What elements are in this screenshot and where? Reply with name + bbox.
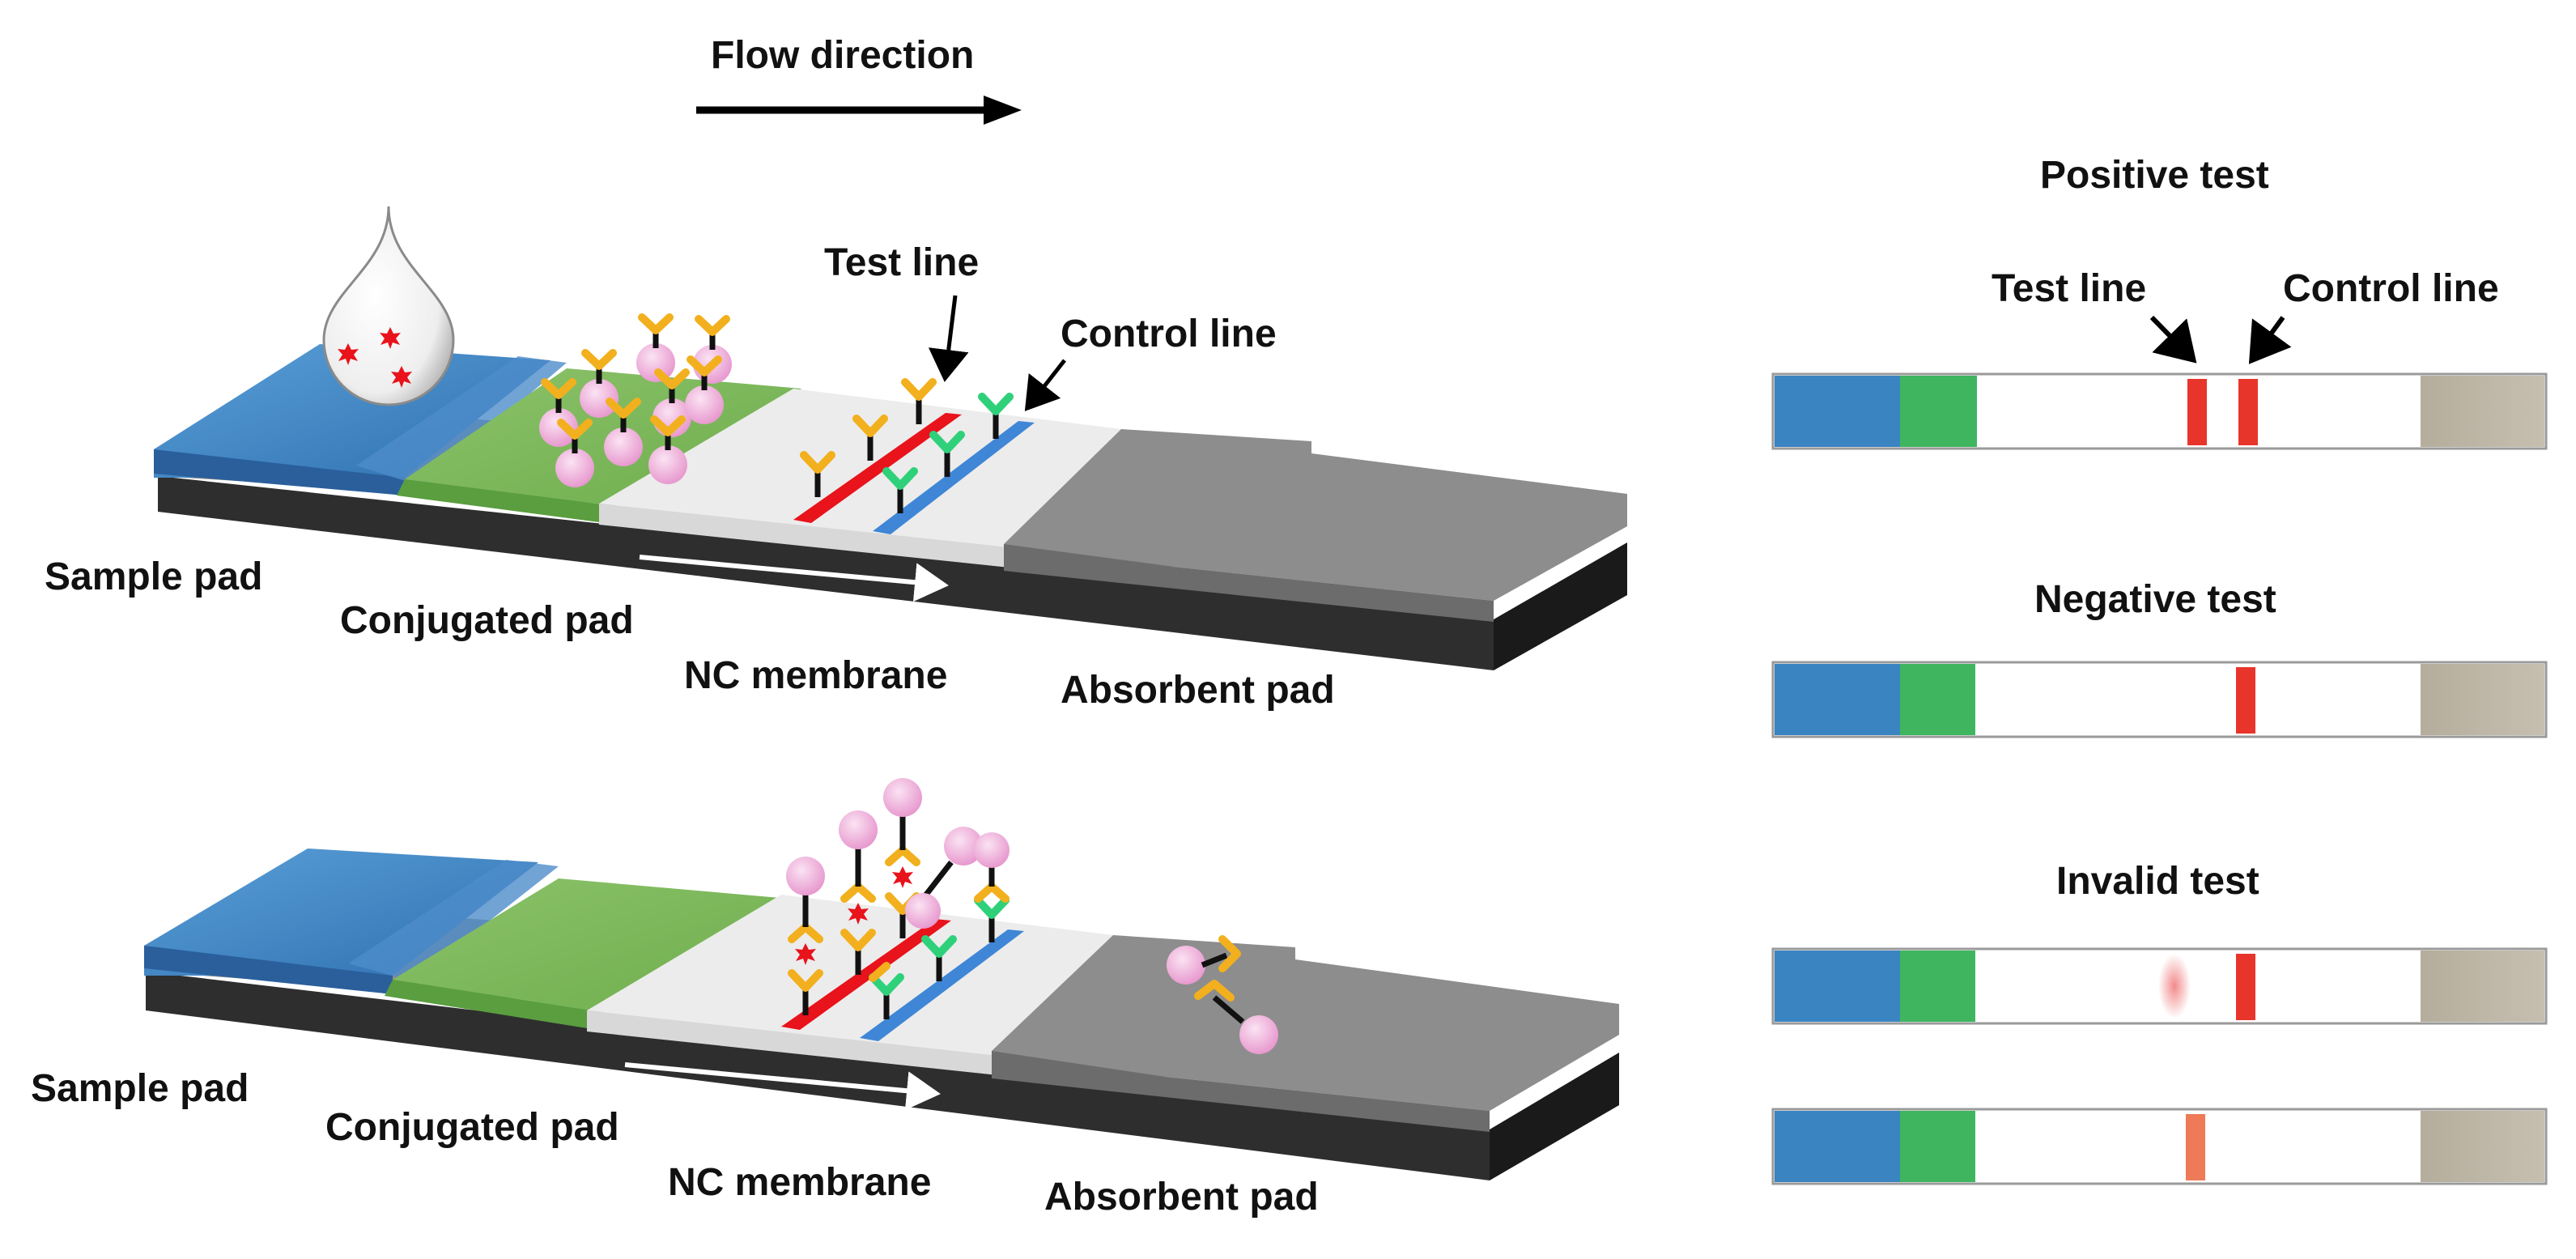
strip-1-absorbent-pad [1004, 429, 1627, 601]
negative-cassette [1771, 661, 2548, 738]
strip-2-base-side [1490, 1053, 1619, 1180]
strip-2-sample-pad-label: Sample pad [31, 1067, 249, 1110]
strip-1-base-side [1494, 542, 1627, 670]
strip-1-nc-membrane [599, 389, 1121, 551]
strip-1-sample-pad-label: Sample pad [45, 555, 262, 598]
positive-conjugate-pad [1900, 376, 1977, 447]
strip-2-absorbent-conjugates [1167, 935, 1278, 1054]
invalid-test-title: Invalid test [2056, 860, 2259, 903]
strip-1-conjugated-pad-label: Conjugated pad [340, 599, 634, 642]
invalid-cassette-1 [1771, 947, 2548, 1025]
strip-1-control-line [873, 421, 1035, 534]
invalid-1-test-line-band [2236, 954, 2255, 1020]
positive-sample-pad [1775, 376, 1900, 447]
positive-absorbent-pad [2421, 376, 2544, 447]
strip-2-flow-arrow [624, 1062, 941, 1111]
strip-1-flow-arrow [639, 555, 949, 602]
strip-1-control-line-label: Control line [1061, 313, 1277, 355]
strip-1-sample-pad [154, 344, 550, 478]
flow-direction: Flow direction [696, 34, 1022, 125]
strip-1: Test line Control line Sample pad Conjug… [45, 206, 1627, 712]
strip-2-conjugate-pad [393, 878, 789, 1012]
negative-absorbent-pad [2421, 664, 2544, 735]
strip-1-absorbent-pad-label: Absorbent pad [1061, 669, 1335, 712]
positive-test-line-pointer [2149, 315, 2197, 364]
strip-2-nc-membrane [587, 895, 1113, 1059]
strip-1-nc-membrane-label: NC membrane [684, 654, 947, 697]
results-panel: Positive test Test line Control line Neg… [1771, 154, 2548, 1185]
strip-2-absorbent-pad-label: Absorbent pad [1044, 1176, 1319, 1219]
positive-control-line-band [2238, 379, 2258, 445]
strip-1-test-line [793, 413, 962, 523]
strip-1-control-line-pointer [1024, 359, 1066, 411]
strip-2-control-line-complexes [869, 832, 1010, 1019]
positive-test-title: Positive test [2040, 154, 2269, 197]
strip-2-nc-membrane-label: NC membrane [668, 1161, 931, 1204]
strip-2-test-line [781, 919, 951, 1030]
negative-test-title: Negative test [2034, 578, 2276, 621]
invalid-1-faint-test-band [2158, 954, 2191, 1019]
strip-1-test-line-pointer [928, 295, 969, 382]
strip-2-base-front [146, 972, 1490, 1180]
positive-control-line-label: Control line [2283, 267, 2499, 310]
strip-2-control-line [860, 929, 1024, 1041]
strip-2-test-line-complexes [786, 778, 983, 1015]
negative-sample-pad [1775, 664, 1900, 735]
strip-2-absorbent-pad [992, 935, 1619, 1111]
strip-2-sample-pad [144, 849, 538, 976]
invalid-2-test-line-band [2186, 1114, 2205, 1180]
positive-control-line-pointer [2248, 316, 2292, 364]
strip-1-test-line-label: Test line [824, 241, 979, 284]
positive-test-line-label: Test line [1992, 267, 2146, 310]
negative-conjugate-pad [1900, 664, 1975, 735]
flow-direction-label: Flow direction [711, 34, 974, 77]
positive-test-line-band [2187, 379, 2207, 445]
strip-2-conjugated-pad-label: Conjugated pad [325, 1106, 619, 1149]
strip-2: Sample pad Conjugated pad NC membrane Ab… [31, 778, 1619, 1219]
negative-control-line-band [2236, 667, 2255, 734]
positive-cassette [1771, 372, 2548, 450]
invalid-cassette-2 [1771, 1108, 2548, 1185]
sample-droplet-icon [322, 206, 455, 406]
flow-direction-arrowhead [984, 96, 1022, 125]
